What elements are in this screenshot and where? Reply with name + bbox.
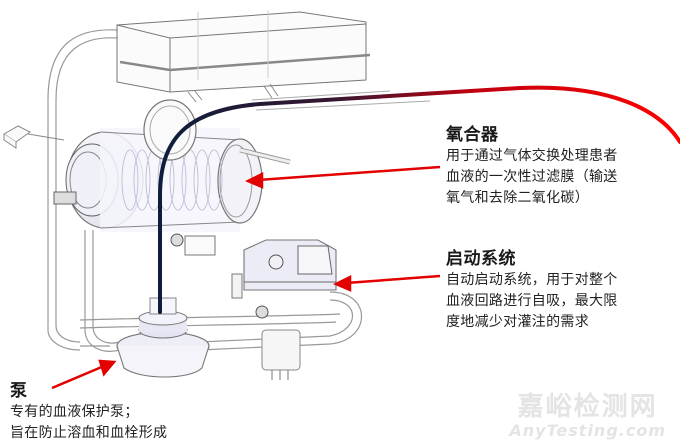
gas-connector [3, 125, 65, 149]
arrow-oxygenator-head [245, 171, 264, 189]
arrow-pump [51, 364, 105, 390]
oxygenator-desc-line: 血液的一次性过滤膜（输送 [446, 169, 618, 185]
arrow-pump-head [98, 359, 117, 377]
priming-system-title: 启动系统 [446, 249, 516, 269]
reservoir-tray [116, 10, 371, 103]
oxygenator [53, 99, 291, 256]
arrow-priming-head [333, 274, 352, 292]
callout-arrows [51, 165, 441, 390]
watermark: 嘉峪检测网 AnyTesting.com [509, 392, 666, 440]
blood-tubing [158, 85, 680, 314]
priming-desc-line: 血液回路进行自吸，最大限 [446, 293, 618, 309]
pump-desc-line: 旨在防止溶血和血栓形成 [10, 425, 168, 441]
priming-system [231, 239, 337, 380]
pump-title: 泵 [10, 381, 28, 401]
pump-desc-line: 专有的血液保护泵； [10, 404, 139, 420]
oxygenator-desc-line: 用于通过气体交换处理患者 [446, 148, 618, 164]
arrow-oxygenator [257, 165, 441, 182]
frame-tubing [47, 29, 363, 352]
priming-desc-line: 自动启动系统，用于对整个 [446, 272, 618, 288]
pump-label: 泵 专有的血液保护泵； 旨在防止溶血和血栓形成 [10, 380, 250, 444]
blood-pump [116, 297, 210, 378]
arrow-priming [345, 274, 441, 285]
oxygenator-desc-line: 氧气和去除二氧化碳） [446, 190, 589, 206]
priming-desc-line: 度地减少对灌注的需求 [446, 314, 589, 330]
watermark-en: AnyTesting.com [509, 421, 666, 440]
oxygenator-label: 氧合器 用于通过气体交换处理患者 血液的一次性过滤膜（输送 氧气和去除二氧化碳） [446, 124, 680, 209]
oxygenator-title: 氧合器 [446, 125, 499, 145]
watermark-cn: 嘉峪检测网 [517, 392, 658, 422]
tube-sheath [251, 90, 431, 111]
priming-system-label: 启动系统 自动启动系统，用于对整个 血液回路进行自吸，最大限 度地减少对灌注的需… [446, 248, 680, 333]
